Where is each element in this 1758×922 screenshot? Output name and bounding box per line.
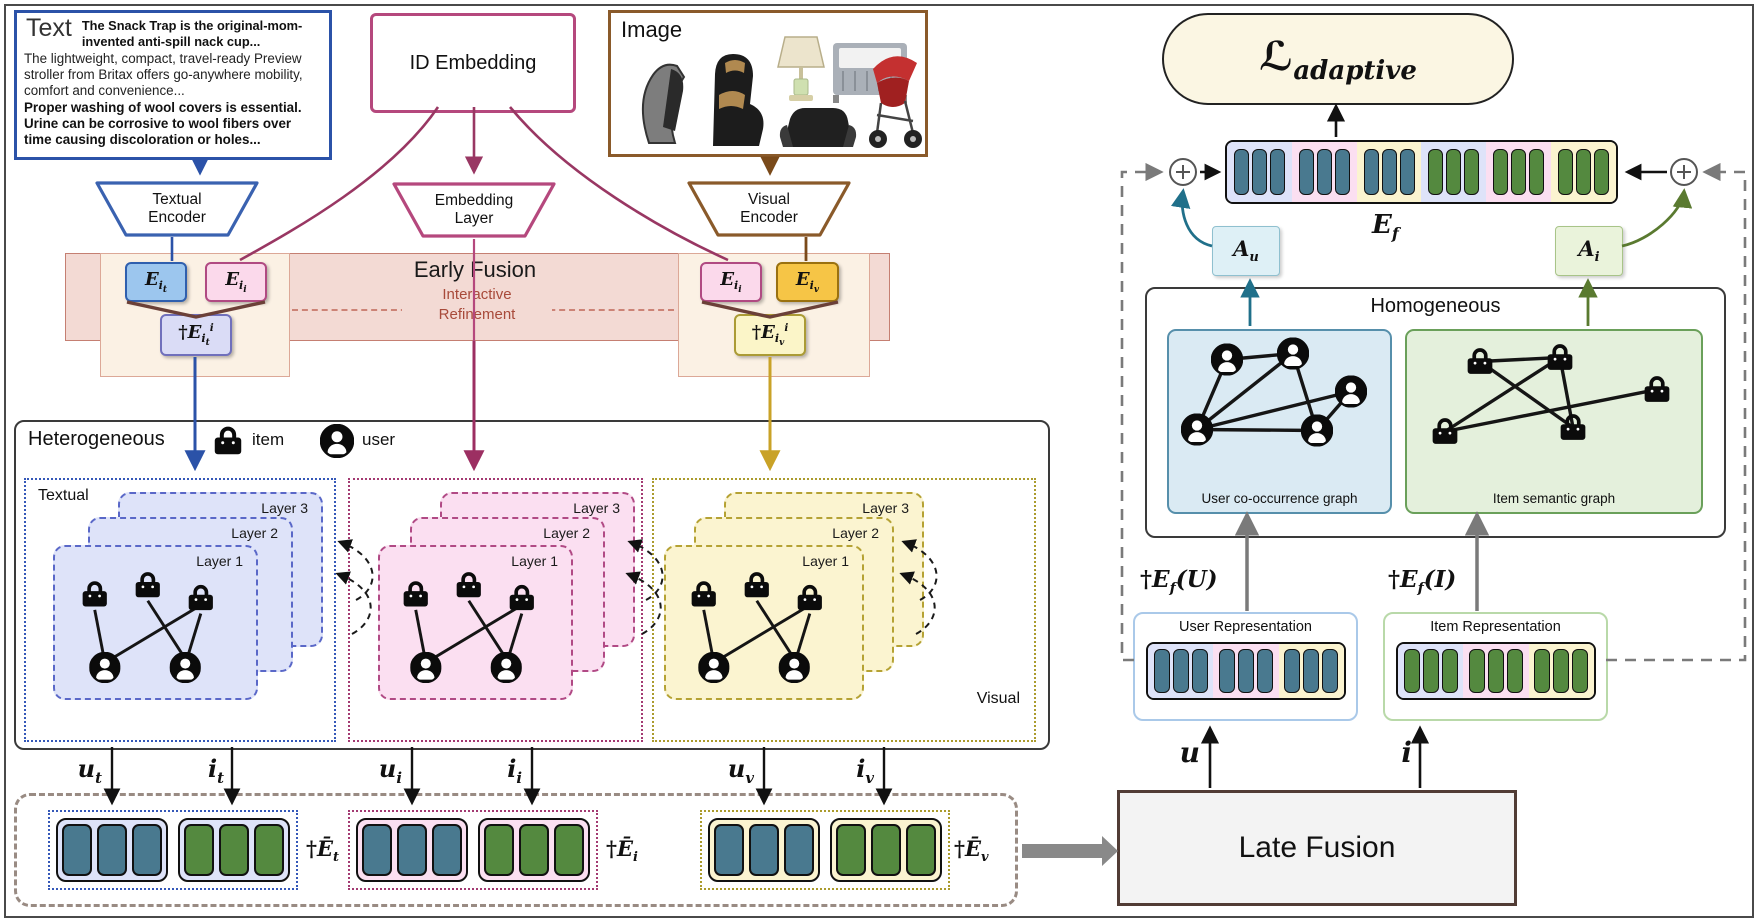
image-input-panel: Image [608,10,928,157]
visual-layer1-card: Layer 1 [664,545,864,700]
text-panel-label: Text [26,14,72,42]
user-icon [320,424,354,458]
legend-user-label: user [362,430,396,449]
id-item-embedding [478,818,590,882]
visual-panel-label: Visual [976,690,1020,707]
attention-item-box: Ai [1555,226,1623,276]
text-snippet-regular: The lightweight, compact, travel-ready P… [24,50,303,99]
embedding-e-ii-left: Eii [205,262,267,302]
id-bipartite-graph [386,566,568,694]
item-representation-box: Item Representation [1383,612,1608,721]
item-representation-bar [1396,642,1596,700]
i-label: i [1401,736,1412,769]
visual-item-embedding [830,818,942,882]
item-semantic-graph-panel: Item semantic graph [1405,329,1703,514]
textual-embedding-group [48,810,298,890]
ef-segment [1291,142,1357,202]
embedding-e-it: Eit [125,262,187,302]
baby-carrier-image [641,63,686,144]
item-icon [212,426,244,456]
refinement-label-line1: Interactive [402,286,552,304]
late-fusion-box: Late Fusion [1117,790,1517,906]
textual-panel-label: Textual [38,487,89,504]
visual-embedding-group [700,810,950,890]
user-cooccurrence-graph [1181,337,1367,447]
ef-segment [1551,142,1616,202]
fused-e-iv: †Eivi [734,314,806,356]
late-fusion-input-container [14,793,1018,907]
text-input-panel: Text The Snack Trap is the original-mom-… [14,10,332,160]
item-representation-title: Item Representation [1430,619,1561,635]
id-user-embedding [356,818,468,882]
heterogeneous-title: Heterogeneous [28,428,165,450]
late-fusion-title: Late Fusion [1238,831,1396,864]
ef-segment [1356,142,1422,202]
fused-e-it: †Eiti [160,314,232,356]
u-label: u [1179,736,1200,769]
ef-segment [1486,142,1552,202]
plus-circle-item [1670,158,1698,186]
early-fusion-title: Early Fusion [413,257,537,282]
ef-segment [1421,142,1487,202]
u-i-label: ui [378,754,402,787]
id-layer1-card: Layer 1 [378,545,573,700]
user-representation-bar [1146,642,1346,700]
adaptive-loss-pill: ℒadaptive [1162,13,1514,105]
visual-bipartite-graph [672,566,858,694]
visual-user-embedding [708,818,820,882]
ef-item-label: †Ef(I) [1388,566,1457,597]
homogeneous-title: Homogeneous [1370,295,1501,317]
id-embedding-group [348,810,598,890]
u-v-label: uv [727,754,754,787]
text-snippet-bold-2: Proper washing of wool covers is essenti… [24,100,302,147]
table-lamp-image [777,36,825,101]
textual-modality-panel: Textual [24,478,336,742]
ebar-t-label: †Ēt [306,836,340,866]
id-embedding-box: ID Embedding [370,13,576,113]
car-seat-image [713,54,764,146]
legend-item-label: item [252,430,285,449]
booster-seat-image [779,108,857,147]
ef-user-label: †Ef(U) [1140,566,1218,597]
ebar-v-label: †Ēv [954,836,989,866]
stroller-image [869,56,922,148]
image-panel-label: Image [621,17,683,42]
ebar-i-label: †Ēi [606,836,638,866]
textual-layer1-card: Layer 1 [53,545,258,700]
id-embedding-label: ID Embedding [409,51,537,74]
user-graph-caption: User co-occurrence graph [1201,491,1358,506]
attention-user-box: Au [1212,226,1280,276]
ef-label: Ef [1372,210,1399,244]
textual-user-embedding [56,818,168,882]
item-graph-caption: Item semantic graph [1492,491,1616,506]
i-v-label: iv [856,754,874,787]
fused-embedding-bar [1225,140,1618,204]
homogeneous-section: Homogeneous User co-occurrence graph [1145,287,1726,538]
textual-bipartite-graph [61,566,251,694]
i-i-label: ii [507,754,522,787]
user-cooccurrence-graph-panel: User co-occurrence graph [1167,329,1392,514]
textual-item-embedding [178,818,290,882]
embedding-e-ii-right: Eii [700,262,762,302]
ef-segment [1227,142,1292,202]
text-snippet-bold-1: The Snack Trap is the original-mom-inven… [81,18,303,49]
refinement-label-line2: Refinement [402,306,552,324]
text-panel-header: Text The Snack Trap is the original-mom-… [24,14,322,50]
embedding-e-iv: Eiv [776,262,839,302]
plus-circle-user [1169,158,1197,186]
product-images [641,36,922,148]
textual-encoder-shape [95,181,259,237]
u-t-label: ut [77,754,102,787]
item-semantic-graph [1430,344,1672,446]
i-t-label: it [208,754,224,787]
user-representation-title: User Representation [1179,619,1312,635]
user-representation-box: User Representation [1133,612,1358,721]
